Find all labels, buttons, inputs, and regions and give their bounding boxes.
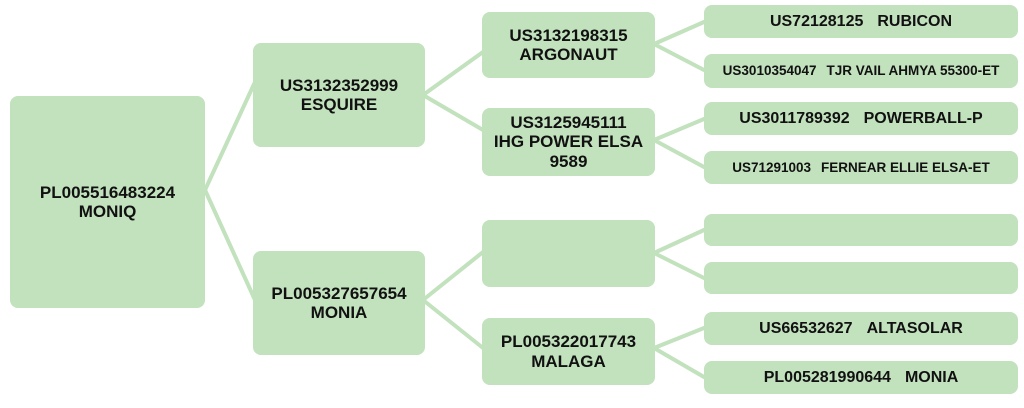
sdd-node[interactable]: US71291003 FERNEAR ELLIE ELSA-ET [704,151,1018,184]
connector-ss-ssd [652,42,706,72]
dam-sire-node[interactable] [482,220,655,287]
connector-dam-ds [421,250,485,302]
sire-dam-id: US3125945111 [510,113,627,133]
connector-sd-sdd [652,138,706,169]
sds-name: POWERBALL-P [863,109,983,127]
sire-dam-name: IHG POWER ELSA [493,132,644,152]
ssd-name: TJR VAIL AHMYA 55300-ET [826,63,1000,79]
root-animal-name: MONIQ [78,202,137,221]
sire-sire-node[interactable]: US3132198315 ARGONAUT [482,12,655,78]
sds-node[interactable]: US3011789392 POWERBALL-P [704,102,1018,135]
dds-name: ALTASOLAR [866,319,963,337]
ddd-node[interactable]: PL005281990644 MONIA [704,361,1018,394]
connector-root-sire [203,80,257,192]
connector-sd-sds [652,117,706,142]
sds-id: US3011789392 [739,109,850,127]
sire-name: ESQUIRE [300,95,378,114]
sire-sire-id: US3132198315 [509,25,628,45]
connector-sire-ss [421,50,485,97]
dsd-node[interactable] [704,262,1018,294]
sss-id: US72128125 [769,12,864,30]
sdd-name: FERNEAR ELLIE ELSA-ET [821,159,990,175]
connector-dd-dds [652,326,706,350]
sire-id: US3132352999 [279,75,399,95]
dam-dam-id: PL005322017743 [500,332,637,352]
root-animal-id: PL005516483224 [39,182,176,202]
sss-node[interactable]: US72128125 RUBICON [704,5,1018,38]
connector-dam-dd [421,298,485,350]
sss-name: RUBICON [877,12,953,30]
dam-name: MONIA [310,303,368,322]
ddd-id: PL005281990644 [763,368,891,386]
ddd-name: MONIA [904,368,959,386]
sire-sire-name: ARGONAUT [519,45,618,64]
dam-dam-name: MALAGA [531,351,606,371]
dds-id: US66532627 [759,319,853,337]
connector-dd-ddd [652,346,706,379]
dam-dam-node[interactable]: PL005322017743 MALAGA [482,318,655,385]
dss-node[interactable] [704,214,1018,246]
dam-node[interactable]: PL005327657654 MONIA [253,251,425,355]
sdd-id: US71291003 [732,159,812,175]
connector-root-dam [203,188,257,302]
sire-dam-node[interactable]: US3125945111 IHG POWER ELSA 9589 [482,108,655,176]
sire-dam-name-cont: 9589 [549,151,588,171]
ssd-node[interactable]: US3010354047 TJR VAIL AHMYA 55300-ET [704,54,1018,88]
root-animal-node[interactable]: PL005516483224 MONIQ [10,96,205,308]
connector-sire-sd [421,93,485,132]
connector-ds-dss [652,228,706,255]
dam-id: PL005327657654 [271,283,407,303]
dds-node[interactable]: US66532627 ALTASOLAR [704,312,1018,345]
connector-ds-dsd [652,251,706,280]
sire-node[interactable]: US3132352999 ESQUIRE [253,43,425,147]
connector-ss-sss [652,20,706,46]
ssd-id: US3010354047 [722,63,817,79]
